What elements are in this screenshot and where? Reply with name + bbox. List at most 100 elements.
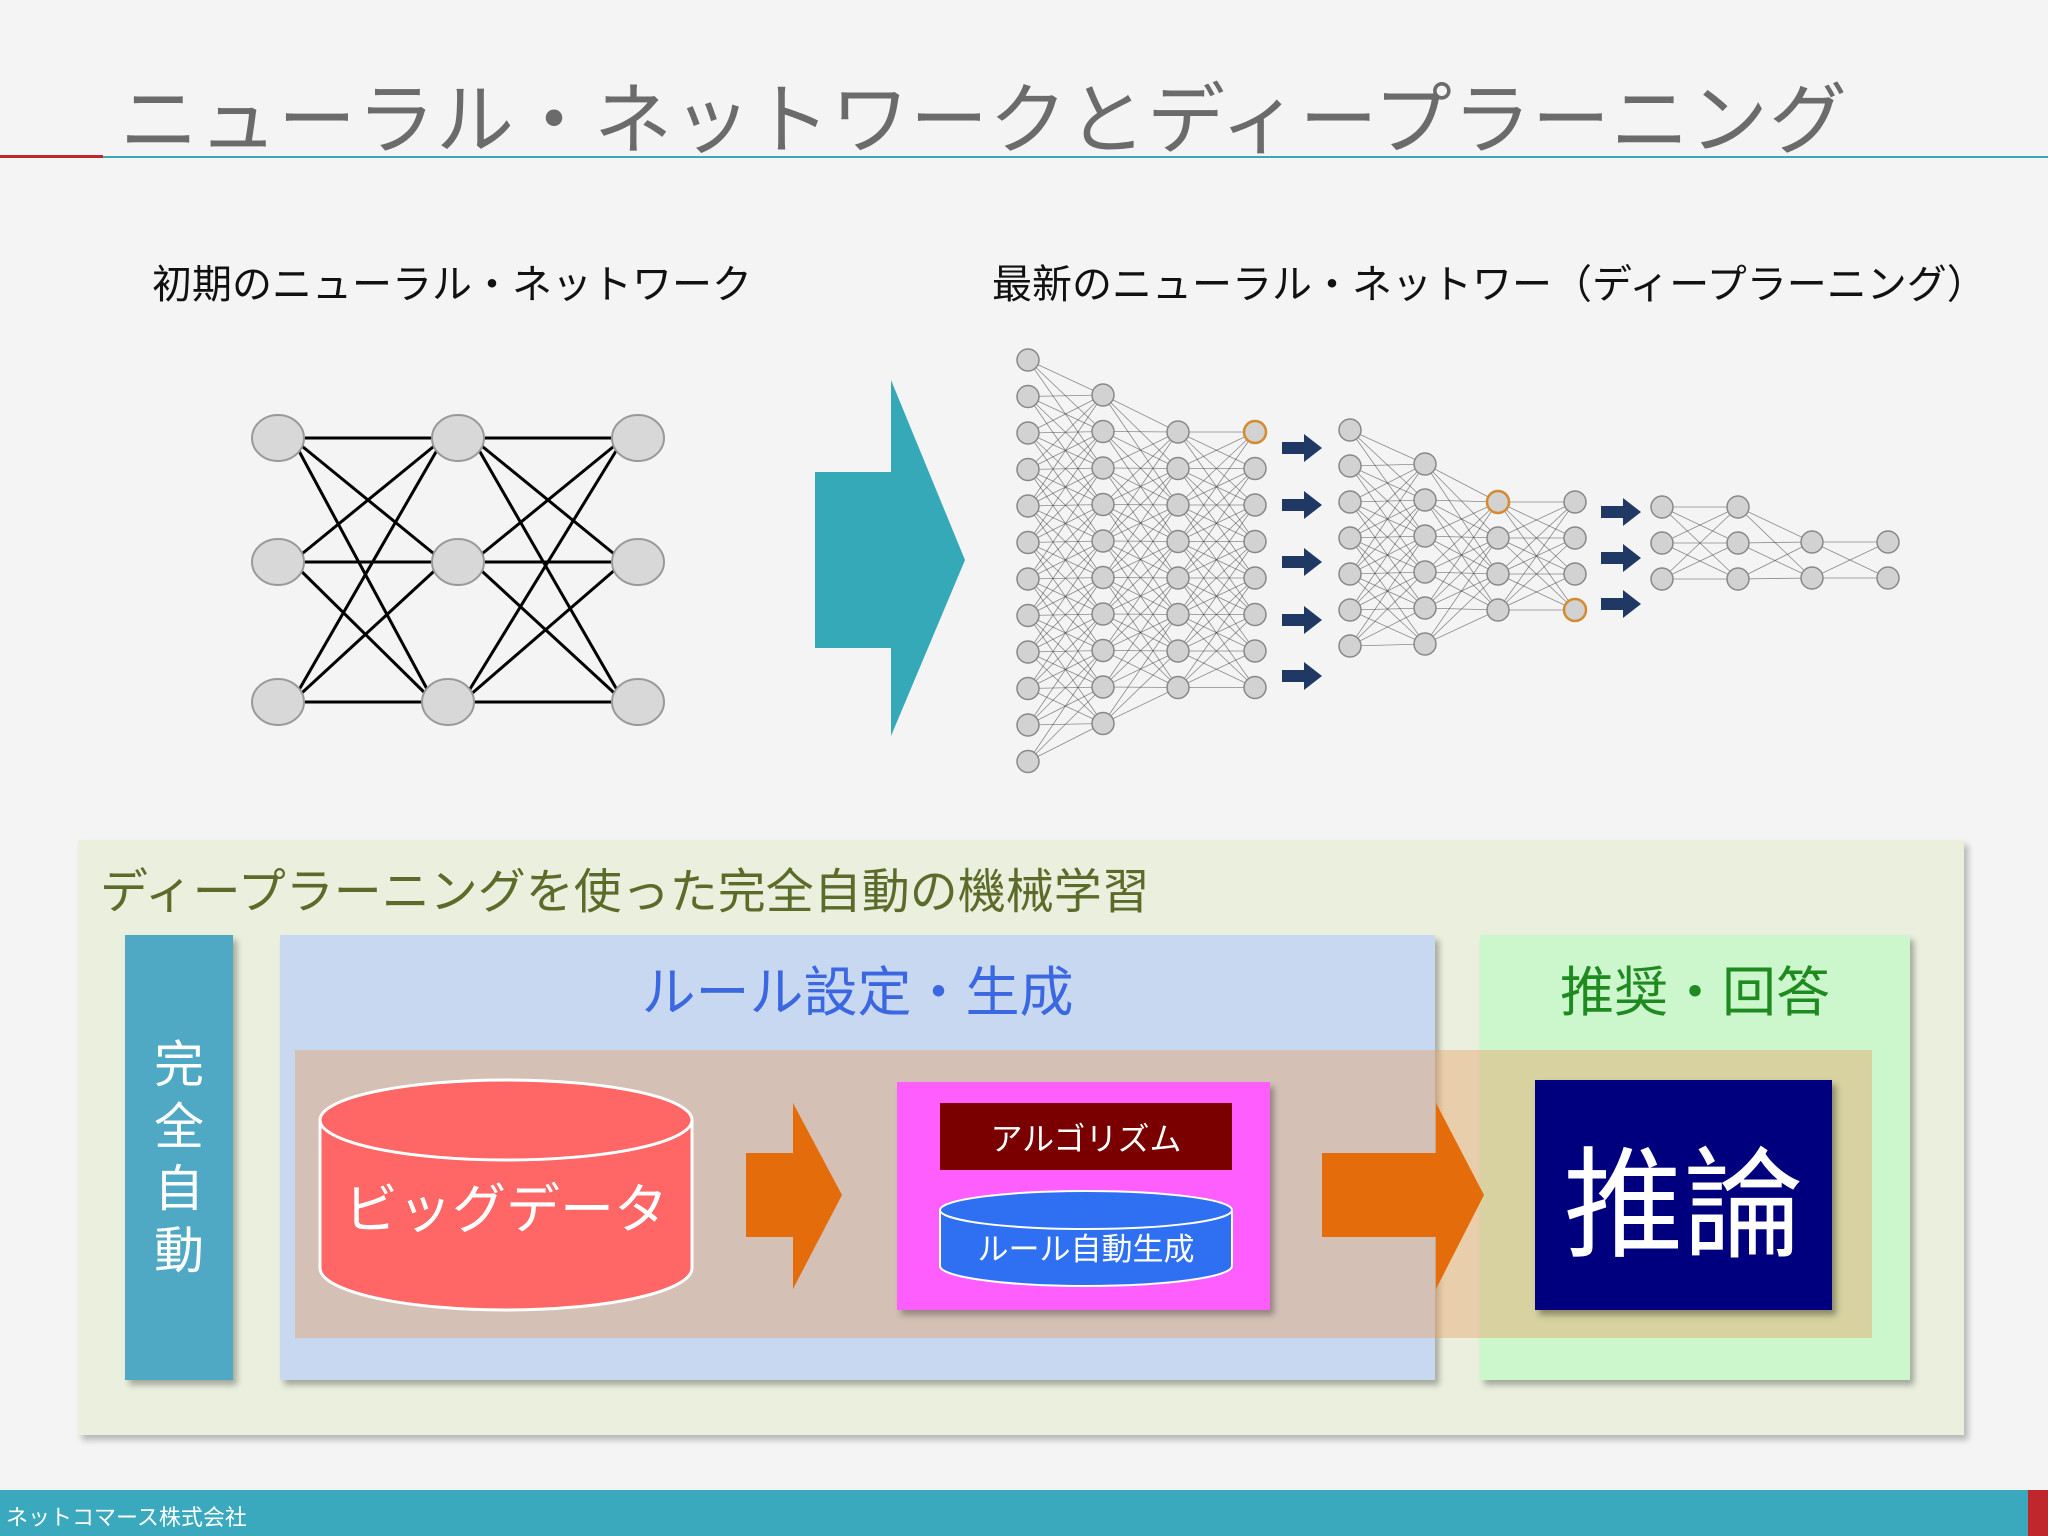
network-node	[1563, 526, 1587, 550]
network-edge	[461, 560, 625, 704]
footer-bar	[0, 1490, 2028, 1536]
network-node	[611, 538, 665, 586]
rule-generation-title: ルール設定・生成	[641, 961, 1074, 1024]
transition-arrow	[1282, 491, 1322, 519]
network-edge	[1027, 394, 1104, 470]
network-edge	[1102, 614, 1179, 724]
network-edge	[1349, 463, 1426, 575]
network-edge	[1424, 501, 1499, 609]
network-edge	[1177, 431, 1256, 542]
network-node	[1338, 526, 1362, 550]
network-edge	[1102, 541, 1179, 651]
network-node	[1413, 488, 1437, 512]
network-edge	[1102, 504, 1179, 615]
network-edge	[290, 437, 436, 703]
network-node	[1800, 530, 1824, 554]
network-node	[1166, 420, 1190, 444]
network-edge	[1177, 541, 1256, 615]
network-edge	[1737, 506, 1813, 543]
big-data-cylinder: ビッグデータ	[318, 1078, 694, 1312]
recommendation-title: 推奨・回答	[1560, 961, 1830, 1024]
network-node	[1650, 567, 1674, 591]
network-edge	[1102, 541, 1179, 615]
network-edge	[1424, 463, 1499, 503]
network-node	[251, 678, 305, 726]
network-node	[1091, 602, 1115, 626]
flow-arrow-2	[1322, 1103, 1484, 1289]
panel-title: ディープラーニングを使った完全自動の機械学習	[100, 864, 1150, 920]
network-node	[1016, 530, 1040, 555]
network-edge	[1102, 614, 1179, 688]
network-node	[1243, 566, 1267, 590]
network-node	[1166, 456, 1190, 481]
network-node	[1338, 634, 1362, 658]
network-node	[1243, 675, 1267, 700]
network-node	[1016, 640, 1040, 664]
network-edge	[1497, 501, 1576, 575]
network-node	[1486, 526, 1510, 550]
network-node	[1016, 713, 1040, 737]
rule-auto-gen-label: ルール自動生成	[978, 1232, 1195, 1268]
network-node	[251, 538, 305, 586]
network-edge	[1177, 541, 1256, 652]
inference-box: 推論	[1535, 1080, 1832, 1310]
network-node	[611, 678, 665, 726]
transition-arrow	[1282, 662, 1322, 690]
network-node	[1091, 565, 1115, 590]
transition-arrow	[1282, 606, 1322, 634]
network-edge	[460, 437, 626, 703]
network-edge	[1027, 613, 1104, 726]
network-edge	[1177, 577, 1256, 652]
network-edge	[1027, 431, 1104, 507]
network-edge	[1102, 431, 1179, 505]
network-edge	[1027, 650, 1104, 762]
network-node	[1726, 495, 1750, 519]
network-node	[1166, 566, 1190, 590]
network-node	[1563, 490, 1587, 514]
network-edge	[471, 436, 625, 564]
network-edge	[1349, 463, 1426, 503]
network-node	[1243, 456, 1267, 481]
network-node	[1650, 531, 1674, 555]
network-edge	[1661, 542, 1739, 580]
network-edge	[1497, 501, 1576, 611]
network-node	[1166, 493, 1190, 517]
network-node	[1016, 676, 1040, 701]
network-edge	[1102, 468, 1179, 578]
network-edge	[1102, 431, 1179, 542]
network-node	[1876, 530, 1900, 554]
network-edge	[1497, 573, 1576, 611]
network-edge	[1177, 650, 1256, 688]
network-edge	[1497, 501, 1576, 539]
network-edge	[1177, 504, 1256, 615]
network-edge	[1102, 650, 1179, 724]
full-auto-label: 完全自動	[154, 1035, 204, 1280]
initial-network-label: 初期のニューラル・ネットワーク	[152, 262, 752, 308]
full-auto-bar: 完全自動	[125, 935, 233, 1380]
network-node	[1091, 529, 1115, 553]
network-edge	[1102, 687, 1179, 724]
network-edge	[1027, 613, 1104, 689]
network-node	[1016, 384, 1040, 409]
network-edge	[1349, 463, 1426, 539]
algorithm-label: アルゴリズム	[940, 1103, 1232, 1170]
network-edge	[1737, 541, 1813, 580]
network-edge	[1349, 499, 1426, 611]
network-edge	[1102, 577, 1179, 688]
network-edge	[1027, 394, 1104, 397]
network-node	[1242, 419, 1268, 445]
network-node	[1091, 383, 1115, 407]
network-node	[1091, 456, 1115, 480]
network-node	[251, 414, 305, 462]
network-node	[1413, 560, 1437, 584]
network-node	[431, 538, 485, 586]
network-node	[1726, 531, 1750, 555]
network-node	[1016, 749, 1040, 774]
network-edge	[1102, 431, 1179, 469]
network-node	[1413, 452, 1437, 476]
network-node	[1650, 495, 1674, 519]
network-edge	[1424, 537, 1499, 609]
footer-accent	[2028, 1490, 2048, 1536]
network-edge	[1349, 429, 1426, 465]
network-node	[1016, 421, 1040, 445]
